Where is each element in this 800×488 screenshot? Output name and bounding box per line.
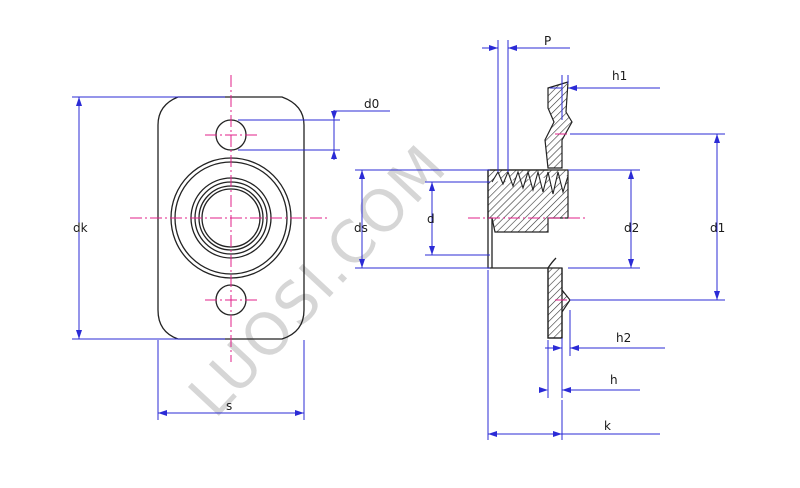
label-h: h [610,373,618,387]
thread-teeth [491,169,569,195]
label-s: s [226,399,232,413]
label-d2: d2 [624,221,639,235]
label-d0: d0 [364,97,379,111]
front-flange-outline [157,96,305,340]
lower-flange-section [547,267,571,339]
label-ds: ds [354,221,368,235]
body-lower-outline [487,170,563,339]
watermark-text: LUOSI.COM [176,132,460,430]
upper-flange-section [544,81,573,169]
label-d1: d1 [710,221,725,235]
body-fillet [547,257,557,269]
label-k: k [604,419,611,433]
label-P: P [544,34,551,48]
label-d: d [427,212,435,226]
label-dk: dk [73,221,88,235]
label-h2: h2 [616,331,631,345]
side-view: P h1 d ds d2 d1 [354,34,725,440]
front-view: dk s d0 [72,75,390,420]
label-h1: h1 [612,69,627,83]
